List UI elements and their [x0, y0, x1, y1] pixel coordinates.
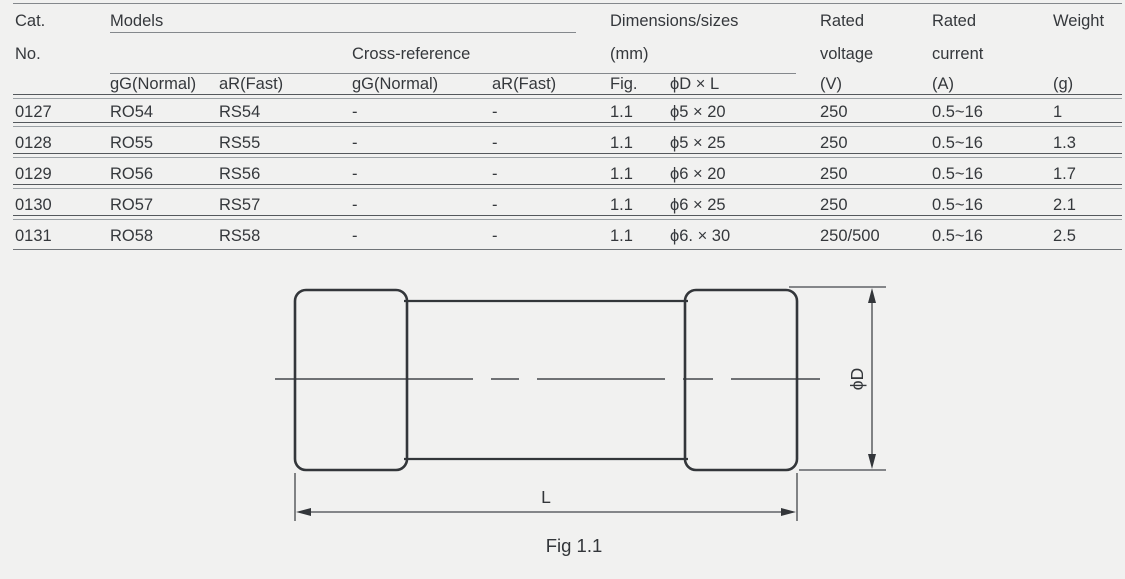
row-divider: [13, 122, 1122, 127]
table-cell: 1.7: [1053, 165, 1076, 183]
l-label: L: [541, 487, 551, 507]
table-cell: -: [352, 134, 358, 152]
table-cell: RS54: [219, 103, 261, 121]
table-cell: 1: [1053, 103, 1063, 121]
table-row: 0127 RO54 RS54 - - 1.1 ϕ5 × 20 250 0.5~1…: [0, 97, 1125, 128]
table-cell: -: [352, 103, 358, 121]
subheader-ar-fast-xref: aR(Fast): [492, 75, 557, 93]
table-cell: ϕ5 × 20: [670, 103, 726, 121]
table-cell: 2.5: [1053, 227, 1076, 245]
col-header-rated-voltage-line2: voltage: [820, 45, 874, 63]
table-cell: 250: [820, 165, 848, 183]
subheader-gg-normal-models: gG(Normal): [110, 75, 197, 93]
table-cell: -: [492, 134, 498, 152]
table-cell: 250/500: [820, 227, 880, 245]
table-cell: RO56: [110, 165, 154, 183]
table-cell: -: [492, 196, 498, 214]
table-cell: 2.1: [1053, 196, 1076, 214]
col-header-no: No.: [15, 45, 41, 63]
table-cell: 250: [820, 103, 848, 121]
table-cell: 250: [820, 196, 848, 214]
col-header-rated-current-line1: Rated: [932, 12, 977, 30]
table-cell: -: [492, 165, 498, 183]
phi-d-arrow-down: [868, 454, 876, 469]
col-header-models: Models: [110, 12, 164, 30]
table-cell: RS57: [219, 196, 261, 214]
table-row: 0131 RO58 RS58 - - 1.1 ϕ6. × 30 250/500 …: [0, 221, 1125, 252]
fuse-right-cap: [683, 288, 799, 472]
table-row: 0130 RO57 RS57 - - 1.1 ϕ6 × 25 250 0.5~1…: [0, 190, 1125, 221]
figure-caption: Fig 1.1: [546, 535, 603, 556]
table-cell: -: [352, 227, 358, 245]
header-bottom-rule: [13, 94, 1122, 99]
table-cell: 0.5~16: [932, 103, 983, 121]
col-header-mm: (mm): [610, 45, 649, 63]
table-cell: 0.5~16: [932, 134, 983, 152]
table-cell: 1.1: [610, 196, 633, 214]
subheader-gg-normal-xref: gG(Normal): [352, 75, 439, 93]
table-cell: RO55: [110, 134, 154, 152]
subheader-ar-fast-models: aR(Fast): [219, 75, 284, 93]
row-divider: [13, 153, 1122, 158]
table-cell: ϕ5 × 25: [670, 134, 726, 152]
phi-d-label: ϕD: [847, 368, 867, 390]
subheader-current-unit: (A): [932, 75, 954, 93]
table-cell: 0127: [15, 103, 52, 121]
models-group-underline: [110, 32, 576, 33]
table-row: 0128 RO55 RS55 - - 1.1 ϕ5 × 25 250 0.5~1…: [0, 128, 1125, 159]
table-cell: 1.1: [610, 103, 633, 121]
col-header-rated-voltage-line1: Rated: [820, 12, 865, 30]
table-cell: 1.1: [610, 134, 633, 152]
col-header-dimensions: Dimensions/sizes: [610, 12, 739, 30]
col-header-cross-reference: Cross-reference: [352, 45, 471, 63]
table-cell: ϕ6 × 20: [670, 165, 726, 183]
table-cell: 1.1: [610, 227, 633, 245]
table-cell: -: [352, 196, 358, 214]
col-header-weight: Weight: [1053, 12, 1105, 30]
table-cell: 250: [820, 134, 848, 152]
table-cell: RO57: [110, 196, 154, 214]
table-cell: RO58: [110, 227, 154, 245]
table-cell: ϕ6. × 30: [670, 227, 731, 245]
table-cell: RO54: [110, 103, 154, 121]
table-top-rule: [13, 3, 1122, 4]
table-cell: RS56: [219, 165, 261, 183]
table-cell: 0129: [15, 165, 52, 183]
l-arrow-right: [781, 508, 796, 516]
subheader-d-x-l: ϕD × L: [670, 75, 720, 93]
col-header-rated-current-line2: current: [932, 45, 984, 63]
table-bottom-rule: [13, 249, 1122, 250]
l-arrow-left: [296, 508, 311, 516]
table-cell: ϕ6 × 25: [670, 196, 726, 214]
fuse-left-cap: [293, 288, 409, 472]
table-cell: 0.5~16: [932, 196, 983, 214]
subheader-voltage-unit: (V): [820, 75, 842, 93]
row-divider: [13, 215, 1122, 220]
table-cell: 0130: [15, 196, 52, 214]
phi-d-arrow-up: [868, 288, 876, 303]
table-cell: -: [492, 227, 498, 245]
col-header-cat: Cat.: [15, 12, 46, 30]
subheader-weight-unit: (g): [1053, 75, 1074, 93]
table-cell: RS55: [219, 134, 261, 152]
row-divider: [13, 184, 1122, 189]
table-cell: 1.3: [1053, 134, 1076, 152]
table-row: 0129 RO56 RS56 - - 1.1 ϕ6 × 20 250 0.5~1…: [0, 159, 1125, 190]
table-cell: 0.5~16: [932, 165, 983, 183]
crossref-dims-group-underline: [110, 73, 796, 74]
table-cell: RS58: [219, 227, 261, 245]
table-cell: 0.5~16: [932, 227, 983, 245]
table-cell: 1.1: [610, 165, 633, 183]
table-cell: -: [352, 165, 358, 183]
table-cell: -: [492, 103, 498, 121]
subheader-fig: Fig.: [610, 75, 638, 93]
table-cell: 0128: [15, 134, 52, 152]
table-cell: 0131: [15, 227, 52, 245]
